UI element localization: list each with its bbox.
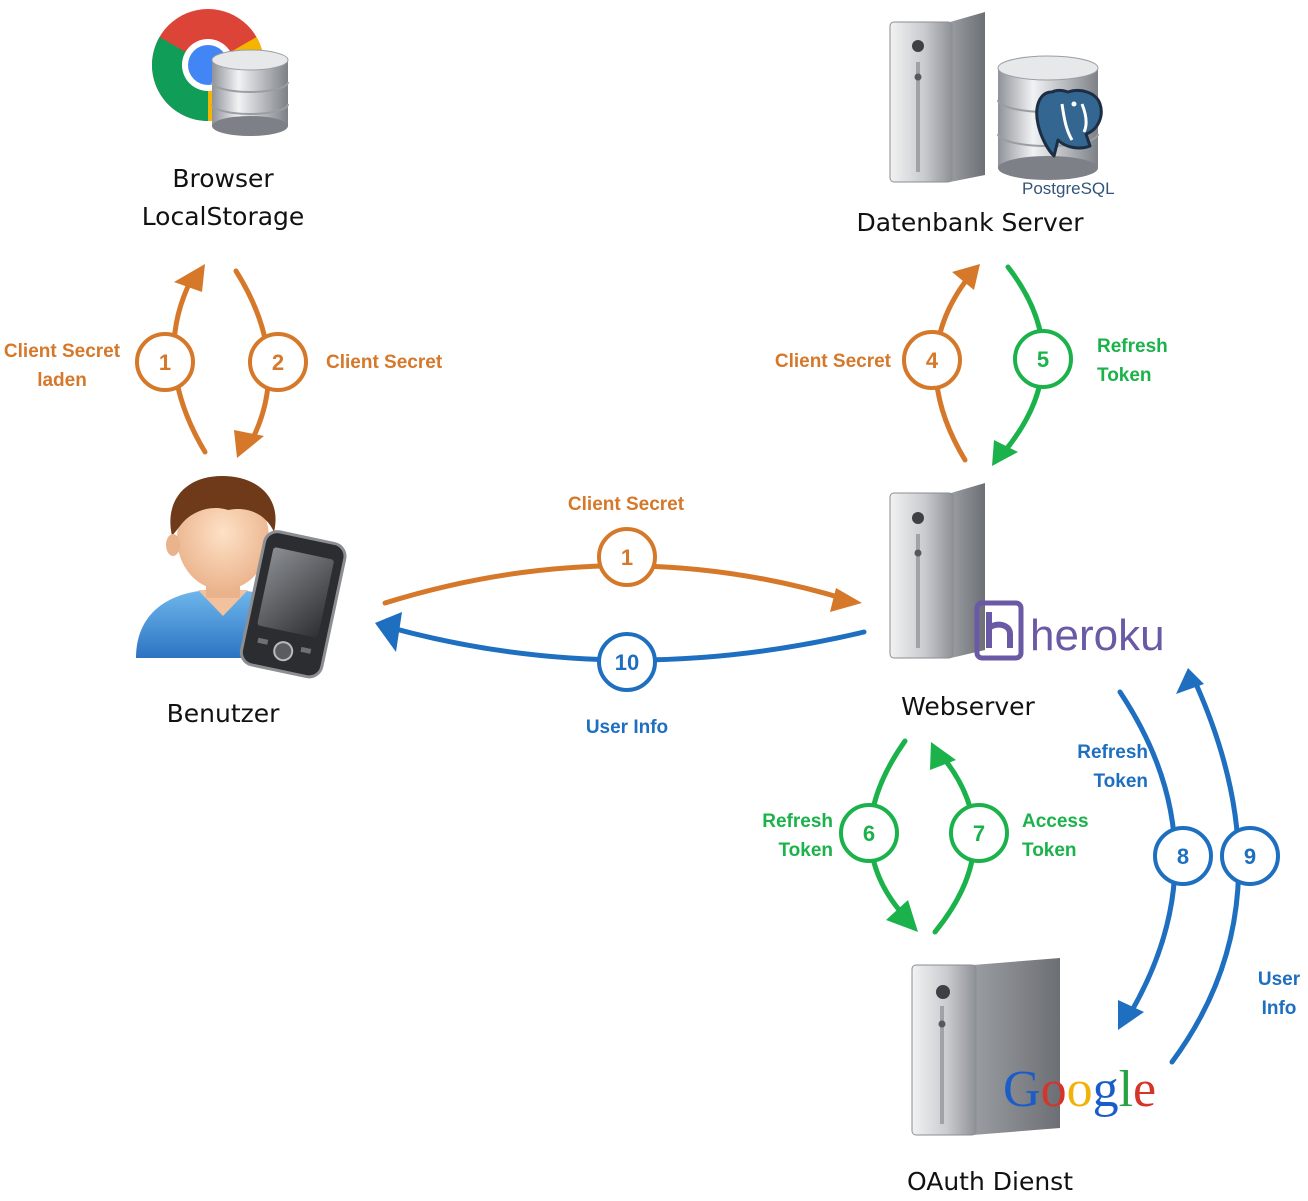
flow-step-3: 1 Client Secret	[382, 494, 862, 612]
step-badge	[248, 332, 308, 392]
step-badge	[1013, 329, 1073, 389]
server-icon	[911, 958, 1060, 1136]
arrowhead	[952, 264, 980, 290]
arrowhead	[1118, 1000, 1144, 1030]
arrowhead	[1176, 668, 1204, 694]
flow-step-4: 4 Client Secret	[775, 264, 980, 463]
step-badge	[902, 330, 962, 390]
flow-label: Client Secret	[775, 351, 892, 372]
step-number: 6	[863, 821, 875, 846]
step-badge	[949, 803, 1009, 863]
step-number: 7	[973, 821, 985, 846]
step-badge	[597, 527, 657, 587]
step-number: 8	[1177, 844, 1189, 869]
arrowhead	[886, 900, 918, 932]
arrowhead	[174, 264, 205, 292]
step-number: 5	[1037, 347, 1049, 372]
database-server-label: Datenbank Server	[856, 208, 1084, 237]
flow-label: Client Secret	[326, 352, 443, 373]
step-number: 4	[926, 348, 939, 373]
step-number: 9	[1244, 844, 1256, 869]
step-badge	[839, 803, 899, 863]
user-smartphone-icon	[136, 476, 347, 679]
chrome-database-icon	[151, 9, 289, 136]
flow-label: Client Secret	[568, 494, 685, 515]
step-number: 1	[621, 545, 633, 570]
flow-step-2: 2 Client Secret	[233, 268, 443, 458]
browser-label-line2: LocalStorage	[142, 202, 305, 231]
postgresql-logo: PostgreSQL	[1022, 179, 1115, 198]
arrowhead	[930, 742, 956, 770]
step-badge	[135, 332, 195, 392]
heroku-logo: heroku	[974, 600, 1165, 661]
flow-arrow-line	[1169, 681, 1242, 1065]
arrowhead	[375, 612, 402, 652]
oauth-service-label: OAuth Dienst	[907, 1167, 1073, 1196]
postgresql-server-icon: PostgreSQL	[889, 12, 1115, 198]
arrowhead	[992, 440, 1018, 466]
step-number: 1	[159, 350, 171, 375]
step-badge	[597, 632, 657, 692]
arrowhead	[234, 430, 264, 458]
browser-label-line1: Browser	[172, 164, 274, 193]
server-icon	[889, 483, 985, 659]
step-badge	[1220, 826, 1280, 886]
step-badge	[1153, 826, 1213, 886]
flow-label: User Info	[586, 717, 668, 738]
user-label: Benutzer	[167, 699, 281, 728]
step-number: 2	[272, 350, 284, 375]
arrowhead	[830, 588, 862, 612]
step-number: 10	[615, 650, 639, 675]
google-logo: Google	[1003, 1061, 1156, 1118]
svg-text:heroku: heroku	[1030, 611, 1165, 660]
webserver-label: Webserver	[901, 692, 1035, 721]
